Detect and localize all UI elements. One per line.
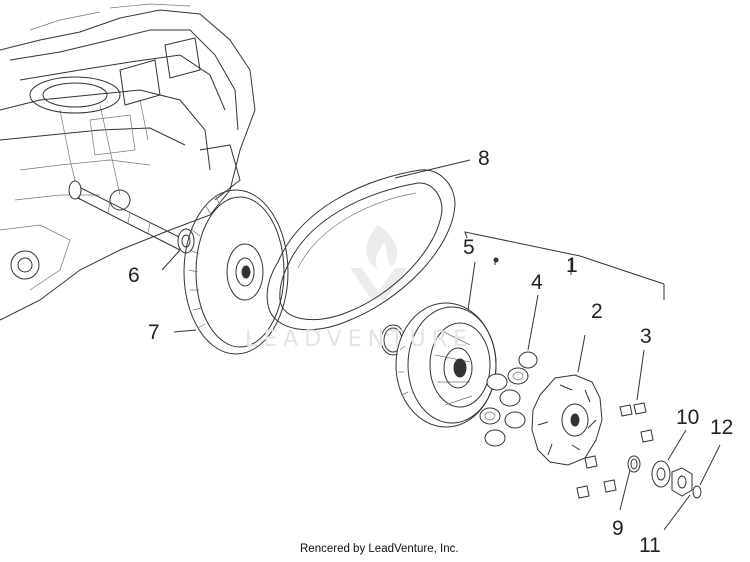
part-10-washer <box>651 460 671 488</box>
callout-2: 2 <box>591 300 603 323</box>
part-5-variator-pulley <box>395 302 497 428</box>
callout-8: 8 <box>478 147 490 170</box>
callout-11: 11 <box>639 534 661 557</box>
part-7-drive-pulley <box>183 189 289 355</box>
callout-6: 6 <box>128 264 140 287</box>
part-3-sliders <box>576 402 654 499</box>
part-11-nut <box>671 467 693 497</box>
part-8-drive-belt <box>266 169 456 331</box>
callout-7: 7 <box>148 321 160 344</box>
part-4-rollers <box>479 351 538 447</box>
part-6-washer <box>177 228 195 254</box>
credit-text: Rencered by LeadVenture, Inc. <box>300 543 459 555</box>
watermark-text: LEADVENTURE <box>245 327 473 352</box>
part-12-washer <box>692 485 702 499</box>
leader-lines <box>161 159 721 531</box>
engine-crankcase <box>0 3 256 321</box>
callout-12: 12 <box>710 416 734 439</box>
callout-dot <box>493 257 499 263</box>
callout-10: 10 <box>676 406 700 429</box>
callout-5: 5 <box>463 236 475 259</box>
callout-4: 4 <box>531 271 543 294</box>
watermark-logo <box>350 225 407 300</box>
part-9-o-ring <box>627 455 641 473</box>
callout-3: 3 <box>640 325 652 348</box>
part-2-ramp-plate <box>531 374 603 466</box>
callout-1: 1 <box>566 254 578 277</box>
callout-9: 9 <box>612 517 624 540</box>
